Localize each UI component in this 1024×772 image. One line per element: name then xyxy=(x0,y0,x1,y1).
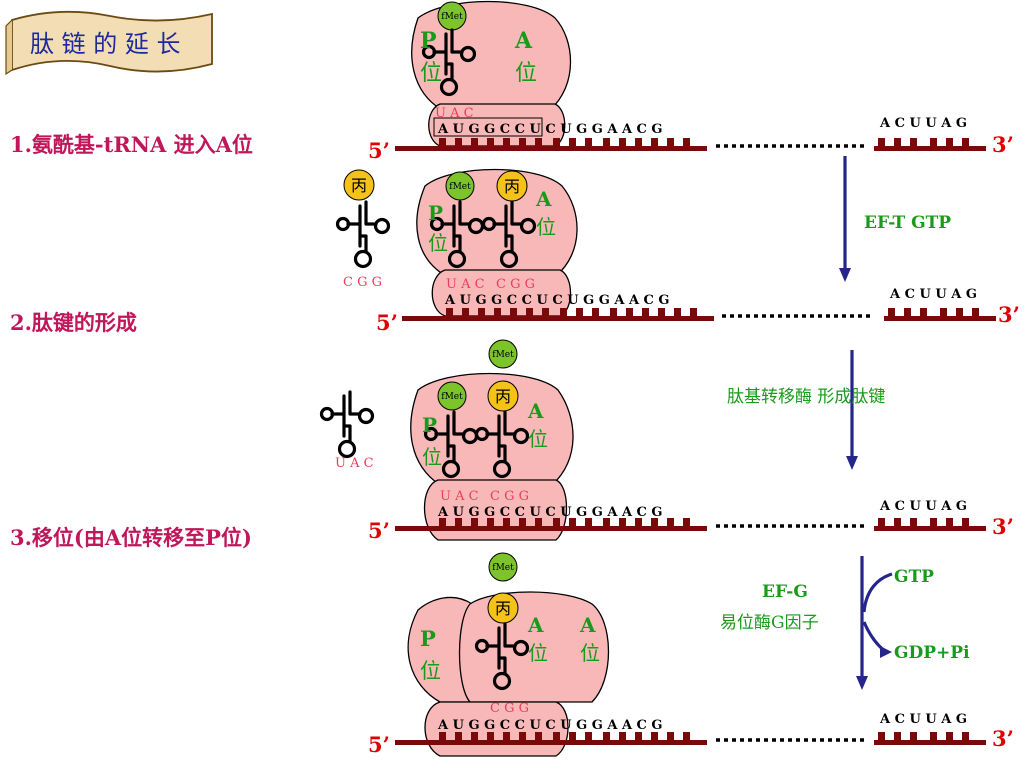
a-site-label: A xyxy=(535,187,552,211)
p-site-wei: 位 xyxy=(422,445,442,469)
stage-3: fMet fMet 丙 P 位 A 位 U A C C G G A U G G … xyxy=(319,339,1014,543)
p-site-wei: 位 xyxy=(420,61,442,86)
p-site-label: P xyxy=(428,201,443,225)
mrna-end-sequence: A C U U A G xyxy=(889,287,977,302)
p-site-label: P xyxy=(420,28,437,54)
anticodon-cgg: C G G xyxy=(490,489,529,504)
ala-circle xyxy=(487,592,519,624)
transition-1: EF-T GTP xyxy=(839,156,951,282)
a-site-label: A xyxy=(579,613,596,637)
gtp-curve xyxy=(862,572,893,613)
ribosome-large-subunit xyxy=(411,0,572,111)
fmet-circle xyxy=(445,171,475,201)
three-prime-label: 3’ xyxy=(992,132,1014,157)
three-prime-label: 3’ xyxy=(998,302,1020,327)
ef-g-label: EF-G xyxy=(762,582,808,602)
ala-text: 丙 xyxy=(495,387,511,406)
p-site-label: P xyxy=(420,626,436,651)
mrna-sequence: A U G G C C U C U G G A A C G xyxy=(437,505,663,520)
fmet-text: fMet xyxy=(441,392,463,402)
fmet-circle xyxy=(488,552,518,582)
mrna-end-sequence: A C U U A G xyxy=(879,499,967,514)
a-site-wei: 位 xyxy=(536,215,556,239)
anticodon-uac: U A C xyxy=(446,277,485,292)
gtp-label: GTP xyxy=(894,567,934,587)
a-site-label: A xyxy=(527,613,544,637)
five-prime-label: 5’ xyxy=(368,138,390,163)
five-prime-label: 5’ xyxy=(376,310,398,335)
fmet-text: fMet xyxy=(492,350,514,360)
fmet-circle xyxy=(488,339,518,369)
stage-1: fMet P 位 A 位 U A C A U G G C C U C U G G… xyxy=(368,0,1014,163)
a-site-wei: 位 xyxy=(528,641,548,665)
a-site-wei: 位 xyxy=(580,641,600,665)
a-site-label: A xyxy=(527,399,544,423)
mrna-sequence: A U G G C C U C U G G A A C G xyxy=(444,293,670,308)
ala-text: 丙 xyxy=(351,176,367,195)
gdp-label: GDP+Pi xyxy=(894,643,970,663)
a-site-wei: 位 xyxy=(528,427,548,451)
fmet-text: fMet xyxy=(441,12,463,22)
step-2-label: 2.肽键的形成 xyxy=(10,310,137,335)
anticodon-uac: U A C xyxy=(440,489,479,504)
fmet-circle xyxy=(437,381,467,411)
ef-t-label: EF-T GTP xyxy=(864,213,951,233)
fmet-text: fMet xyxy=(492,563,514,573)
transition-3: GTP GDP+Pi EF-G 易位酶G因子 xyxy=(720,556,970,690)
three-prime-label: 3’ xyxy=(992,514,1014,539)
a-site-wei: 位 xyxy=(515,61,537,86)
mrna-sequence: A U G G C C U C U G G A A C G xyxy=(437,718,663,733)
ala-circle xyxy=(487,380,519,412)
stage-2: fMet 丙 P 位 A 位 U A C C G G A U G G C C U… xyxy=(335,168,1020,335)
step-3-label: 3.移位(由A位转移至P位) xyxy=(10,525,252,550)
anticodon-cgg: C G G xyxy=(496,277,535,292)
p-site-wei: 位 xyxy=(420,659,441,683)
anticodon-cgg: C G G xyxy=(490,701,529,716)
mrna-sequence: A U G G C C U C U G G A A C G xyxy=(437,122,663,137)
three-prime-label: 3’ xyxy=(992,726,1014,751)
stage-4: fMet 丙 P 位 A 位 A 位 C G G A U G G C C U C… xyxy=(368,552,1014,757)
anticodon-uac: U A C xyxy=(435,106,474,121)
p-site-label: P xyxy=(422,413,437,437)
mrna-end-sequence: A C U U A G xyxy=(879,116,967,131)
anticodon-uac: U A C xyxy=(335,456,374,471)
transition-2: 肽基转移酶 形成肽键 xyxy=(727,350,885,470)
p-site-outline xyxy=(433,117,543,137)
mrna-end-sequence: A C U U A G xyxy=(879,712,967,727)
ala-circle xyxy=(343,169,375,201)
ala-text: 丙 xyxy=(495,599,511,618)
five-prime-label: 5’ xyxy=(368,518,390,543)
five-prime-label: 5’ xyxy=(368,732,390,757)
p-site-wei: 位 xyxy=(428,231,448,255)
peptidyl-transferase-label: 肽基转移酶 形成肽键 xyxy=(727,387,885,407)
title-banner: 肽 链 的 延 长 xyxy=(5,10,213,76)
translocase-label: 易位酶G因子 xyxy=(720,613,819,633)
fmet-text: fMet xyxy=(449,182,471,192)
step-1-label: 1.氨酰基-tRNA 进入A位 xyxy=(10,132,253,157)
page-title: 肽 链 的 延 长 xyxy=(30,30,181,58)
anticodon-cgg: C G G xyxy=(343,275,382,290)
a-site-label: A xyxy=(514,28,533,54)
ala-text: 丙 xyxy=(504,177,520,196)
